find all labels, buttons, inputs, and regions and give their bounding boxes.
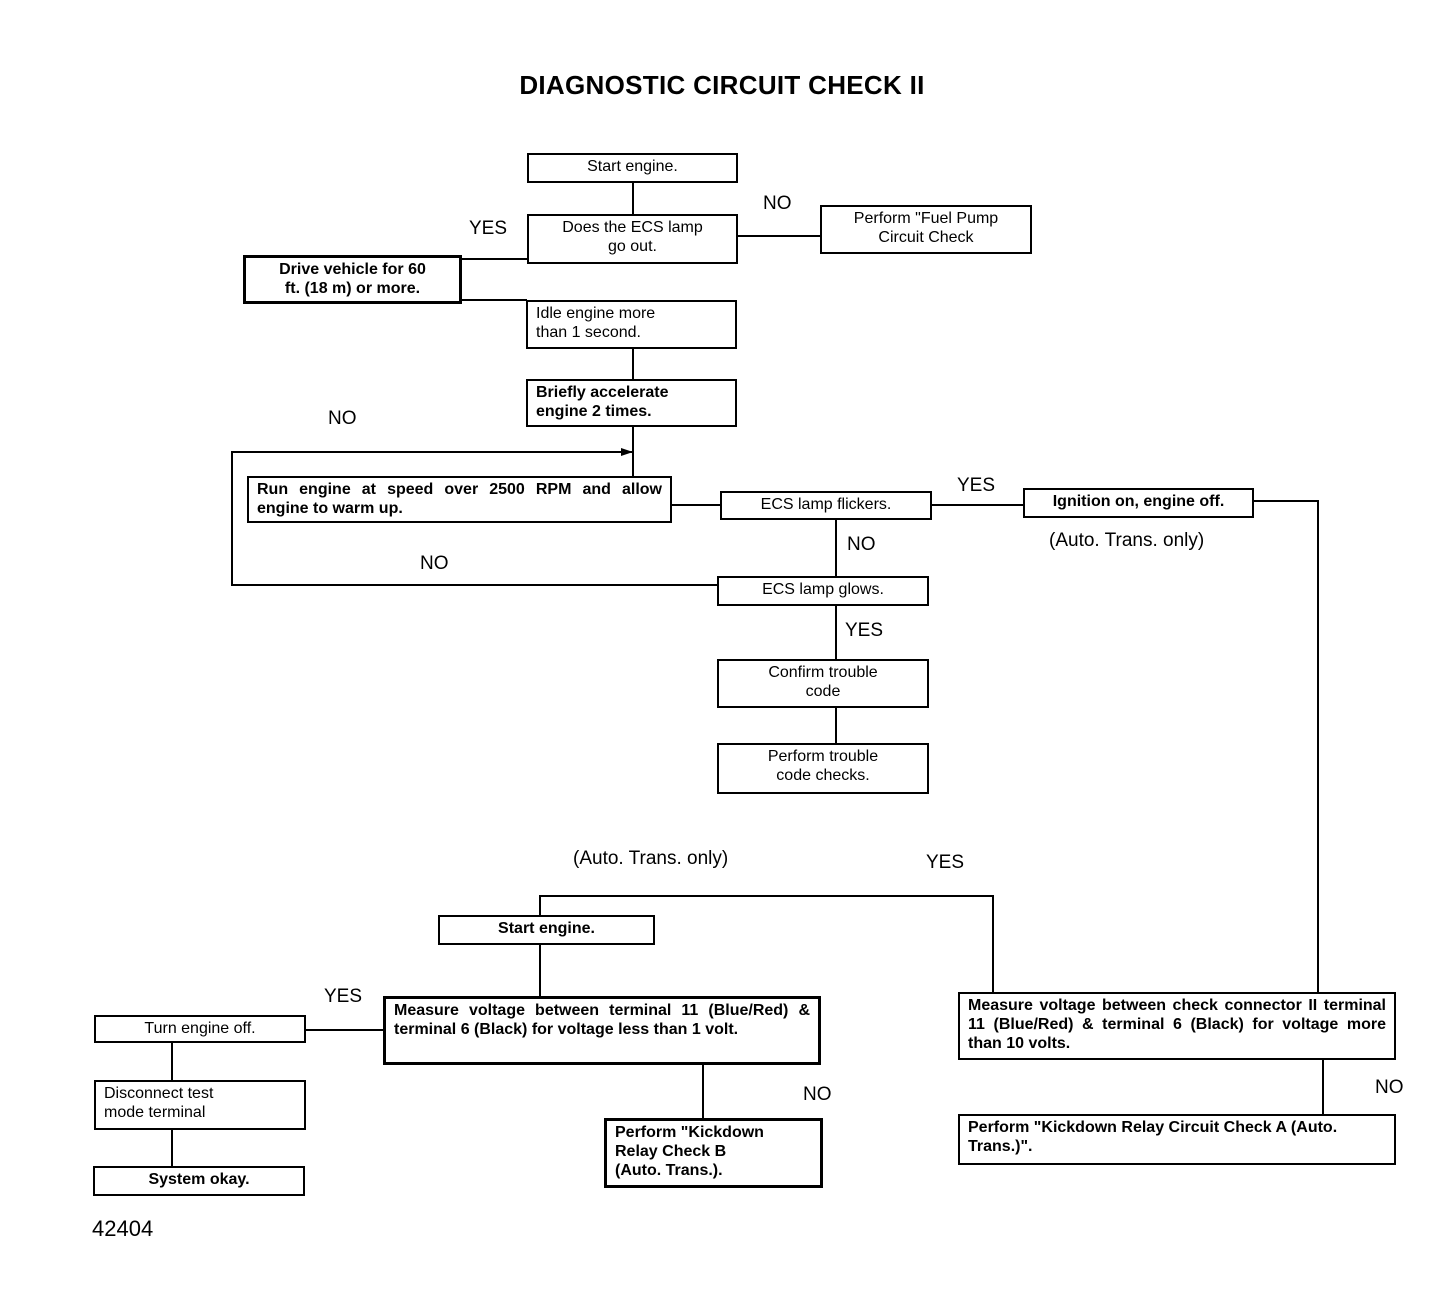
box-measure-more-10v: Measure voltage between check connector … [958, 992, 1396, 1060]
loop-arrowhead [621, 448, 633, 456]
box-ecs-glows: ECS lamp glows. [717, 576, 929, 606]
figure-id: 42404 [92, 1216, 154, 1241]
box-kickdown-b: Perform "Kickdown Relay Check B (Auto. T… [604, 1118, 823, 1188]
box-ignition-on: Ignition on, engine off. [1023, 488, 1254, 518]
box-disconnect-test: Disconnect test mode terminal [94, 1080, 306, 1130]
box-start-engine-2: Start engine. [438, 915, 655, 945]
box-perform-code-checks: Perform trouble code checks. [717, 743, 929, 794]
connector-measure10-to-start2 [539, 895, 994, 993]
box-confirm-code: Confirm trouble code [717, 659, 929, 708]
box-kickdown-a: Perform "Kickdown Relay Circuit Check A … [958, 1114, 1396, 1165]
box-idle-engine: Idle engine more than 1 second. [526, 300, 737, 349]
label-no-loop-top: NO [328, 408, 357, 429]
label-yes-ignition: YES [957, 475, 996, 496]
label-yes-glows: YES [845, 620, 884, 641]
connector-loop-no [231, 451, 718, 586]
label-no-glows: NO [420, 553, 449, 574]
box-measure-less-1v: Measure voltage between terminal 11 (Blu… [383, 996, 821, 1065]
label-no-flickers: NO [847, 534, 876, 555]
label-yes-measure10: YES [926, 852, 965, 873]
box-run-engine: Run engine at speed over 2500 RPM and al… [247, 476, 672, 523]
diagram-title: DIAGNOSTIC CIRCUIT CHECK II [519, 70, 925, 100]
label-no-kickdown-a: NO [1375, 1077, 1404, 1098]
box-fuel-pump-check: Perform "Fuel Pump Circuit Check [820, 205, 1032, 254]
label-no-kickdown-b: NO [803, 1084, 832, 1105]
note-auto-trans-2: (Auto. Trans. only) [573, 848, 729, 869]
label-yes-drive: YES [469, 218, 508, 239]
box-turn-engine-off: Turn engine off. [94, 1015, 306, 1043]
box-ecs-flickers: ECS lamp flickers. [720, 491, 932, 520]
box-start-engine: Start engine. [527, 153, 738, 183]
box-ecs-lamp-out: Does the ECS lamp go out. [527, 214, 738, 264]
box-drive-vehicle: Drive vehicle for 60 ft. (18 m) or more. [243, 255, 462, 304]
label-yes-turn-off: YES [324, 986, 363, 1007]
box-briefly-accelerate: Briefly accelerate engine 2 times. [526, 379, 737, 427]
connector-ignition-to-measure10 [1253, 500, 1319, 992]
box-system-okay: System okay. [93, 1166, 305, 1196]
note-auto-trans-1: (Auto. Trans. only) [1049, 530, 1205, 551]
label-no-fuel: NO [763, 193, 792, 214]
